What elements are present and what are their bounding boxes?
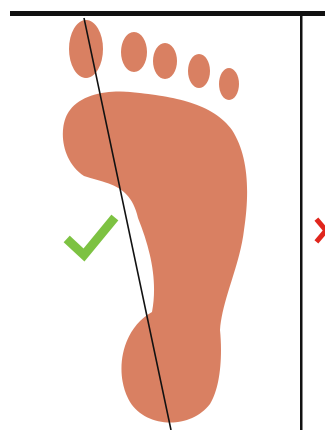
- checkmark-icon: [70, 221, 112, 255]
- toe-2: [121, 32, 147, 72]
- top-border-line: [10, 11, 325, 16]
- foot-sole: [63, 92, 247, 423]
- footprint-icon: [63, 20, 247, 423]
- toe-4: [188, 54, 210, 88]
- cross-icon: [318, 221, 325, 240]
- toe-5: [219, 68, 239, 100]
- panel-divider-line: [300, 14, 303, 430]
- toe-3: [153, 43, 177, 79]
